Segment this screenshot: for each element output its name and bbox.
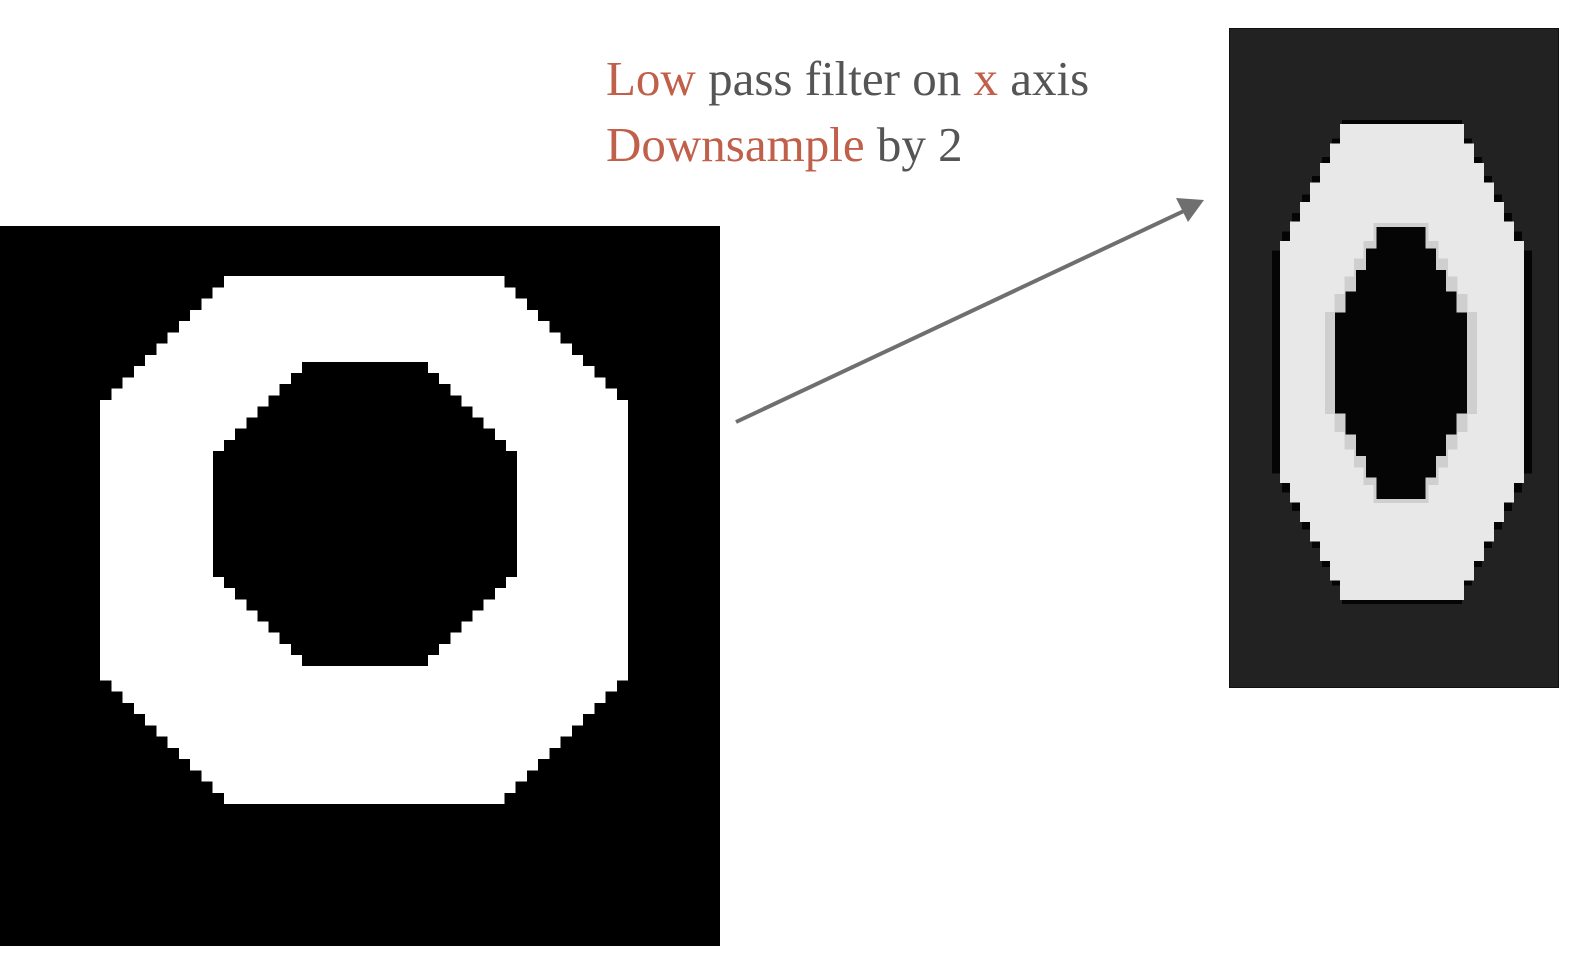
result-hole-shape [1335, 227, 1467, 499]
result-inner-hole [1335, 227, 1467, 499]
caption-highlight-x: x [973, 51, 998, 106]
caption-line-1: Low pass filter on x axis [606, 46, 1089, 112]
caption-text-by-2: by 2 [864, 117, 963, 172]
caption-highlight-downsample: Downsample [606, 117, 865, 172]
arrow-shaft [735, 208, 1187, 424]
caption-text-axis: axis [997, 51, 1090, 106]
result-image [1229, 28, 1559, 688]
caption: Low pass filter on x axis Downsample by … [606, 46, 1089, 178]
original-inner-hole [213, 362, 517, 666]
caption-text-pass-filter: pass filter on [695, 51, 974, 106]
original-image [0, 226, 720, 946]
caption-highlight-low: Low [606, 51, 696, 106]
original-hole-shape [213, 362, 517, 666]
arrow-head-icon [1176, 198, 1204, 222]
caption-line-2: Downsample by 2 [606, 112, 1089, 178]
